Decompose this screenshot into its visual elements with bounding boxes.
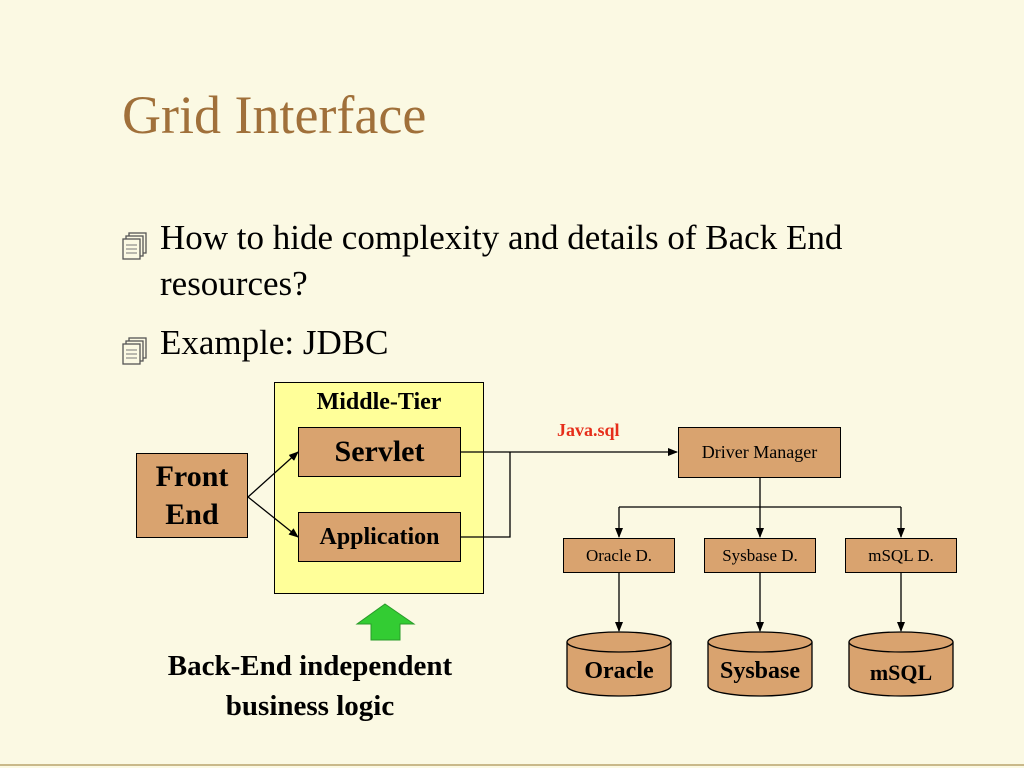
database-cylinder-sysbase xyxy=(707,631,813,697)
java-sql-label: Java.sql xyxy=(557,420,620,440)
application-box: Application xyxy=(298,512,461,562)
driver-label: Sysbase D. xyxy=(722,545,798,565)
database-label-oracle: Oracle xyxy=(584,658,654,684)
diagram-caption: Back-End independent business logic xyxy=(167,650,453,722)
front-end-box: Front End xyxy=(136,453,248,538)
driver-label: Oracle D. xyxy=(585,545,653,565)
front-end-label: Front End xyxy=(155,459,229,531)
servlet-box: Servlet xyxy=(298,427,461,477)
slide-title: Grid Interface xyxy=(122,85,427,145)
bullet-item: Example: JDBC xyxy=(122,320,722,366)
database-label-sysbase: Sysbase xyxy=(719,658,801,684)
application-label: Application xyxy=(319,523,440,550)
bullet-text: Example: JDBC xyxy=(160,323,389,362)
database-cylinder-oracle xyxy=(566,631,672,697)
driver-box-sysbase: Sysbase D. xyxy=(704,538,816,573)
driver-label: mSQL D. xyxy=(868,545,934,565)
database-cylinder-msql xyxy=(848,631,954,697)
middle-tier-label: Middle-Tier xyxy=(316,389,442,415)
notepad-bullet-icon xyxy=(122,331,150,377)
database-label-msql: mSQL xyxy=(869,660,933,685)
driver-manager-label: Driver Manager xyxy=(701,442,818,462)
driver-manager-box: Driver Manager xyxy=(678,427,841,478)
servlet-label: Servlet xyxy=(334,435,425,468)
driver-box-msql: mSQL D. xyxy=(845,538,957,573)
bullet-item: How to hide complexity and details of Ba… xyxy=(122,215,962,307)
driver-box-oracle: Oracle D. xyxy=(563,538,675,573)
notepad-bullet-icon xyxy=(122,226,150,272)
bullet-text: How to hide complexity and details of Ba… xyxy=(160,218,843,303)
up-arrow-icon xyxy=(355,603,416,641)
slide-bottom-divider xyxy=(0,764,1024,766)
